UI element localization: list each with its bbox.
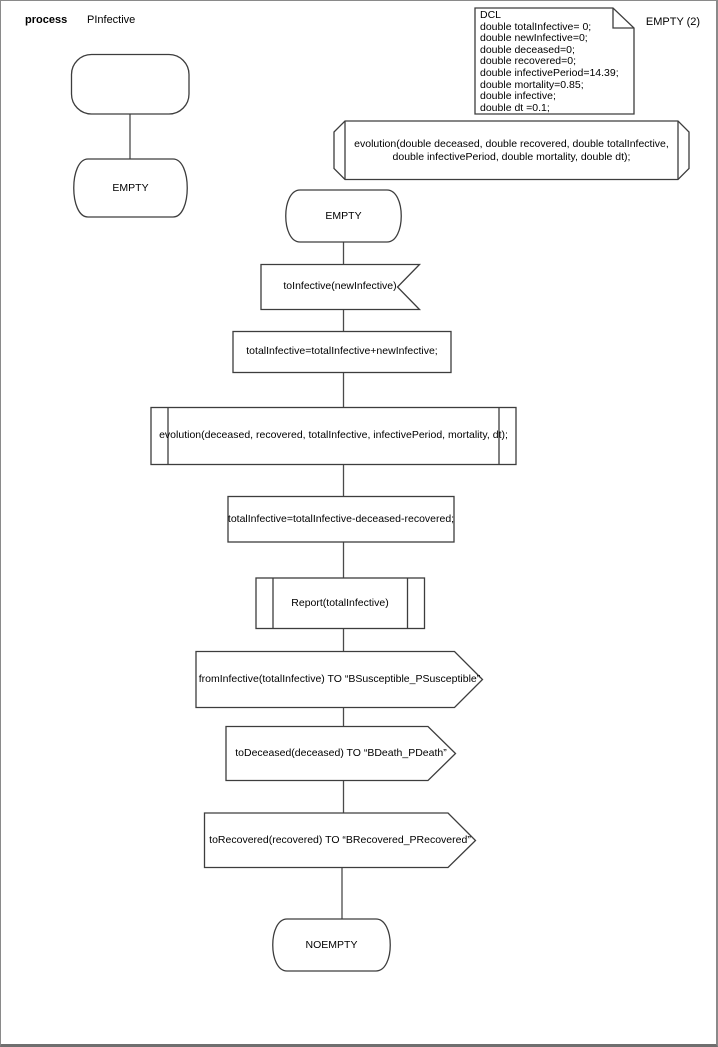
dcl-note-shape — [474, 7, 635, 115]
task-accumulate-shape — [232, 330, 452, 374]
final-state-label: NOEMPTY — [305, 938, 358, 951]
dcl-line: double infective; — [480, 90, 556, 103]
start-symbol — [70, 53, 190, 115]
process-kind-label: process — [25, 14, 68, 26]
wait-state-symbol — [285, 189, 402, 243]
empty-count-label: EMPTY (2) — [645, 15, 701, 28]
initial-state-symbol — [73, 158, 188, 218]
wait-state-label: EMPTY — [325, 209, 362, 222]
procedure-declaration-line2: double infectivePeriod, double mortality… — [392, 150, 631, 163]
final-state-symbol — [272, 918, 391, 972]
dcl-line: double dt =0.1; — [480, 101, 550, 114]
dcl-line: double newInfective=0; — [480, 32, 588, 45]
call-evolution-shape — [150, 406, 517, 466]
dcl-note-fold — [612, 8, 634, 29]
dcl-line: double recovered=0; — [480, 55, 577, 68]
call-report-shape — [255, 577, 426, 630]
process-name-label: PInfective — [87, 14, 136, 26]
output-to-susceptible-shape — [195, 650, 484, 709]
procedure-declaration-line1: evolution(double deceased, double recove… — [354, 137, 669, 150]
task-reduce-label: totalInfective=totalInfective-deceased-r… — [227, 512, 455, 525]
input-signal-label: toInfective(newInfective) — [283, 280, 397, 292]
output-to-death-label: toDeceased(deceased) TO “BDeath_PDeath” — [235, 746, 447, 759]
input-signal-shape — [260, 263, 422, 311]
dcl-line: double totalInfective= 0; — [480, 20, 592, 33]
output-to-recovered-shape — [203, 812, 477, 869]
dcl-line: double infectivePeriod=14.39; — [480, 66, 619, 79]
output-to-recovered-label: toRecovered(recovered) TO “BRecovered_PR… — [209, 833, 471, 846]
dcl-line: double mortality=0.85; — [480, 78, 584, 91]
procedure-declaration-shape — [333, 120, 690, 181]
connector-lines — [129, 114, 345, 920]
initial-state-label: EMPTY — [112, 181, 149, 194]
output-to-susceptible-label: fromInfective(totalInfective) TO “BSusce… — [198, 672, 481, 685]
dcl-line: double deceased=0; — [480, 43, 575, 56]
task-reduce-shape — [227, 495, 455, 543]
output-to-death-shape — [225, 725, 457, 782]
task-accumulate-label: totalInfective=totalInfective+newInfecti… — [246, 345, 438, 357]
dcl-line: DCL — [480, 9, 502, 21]
call-evolution-label: evolution(deceased, recovered, totalInfe… — [159, 429, 508, 441]
call-report-label: Report(totalInfective) — [291, 596, 389, 609]
procedure-declaration-text: evolution(double deceased, double recove… — [344, 123, 679, 178]
diagram-shapes — [70, 7, 690, 972]
dcl-note-text: DCL double totalInfective= 0; double new… — [480, 9, 632, 114]
